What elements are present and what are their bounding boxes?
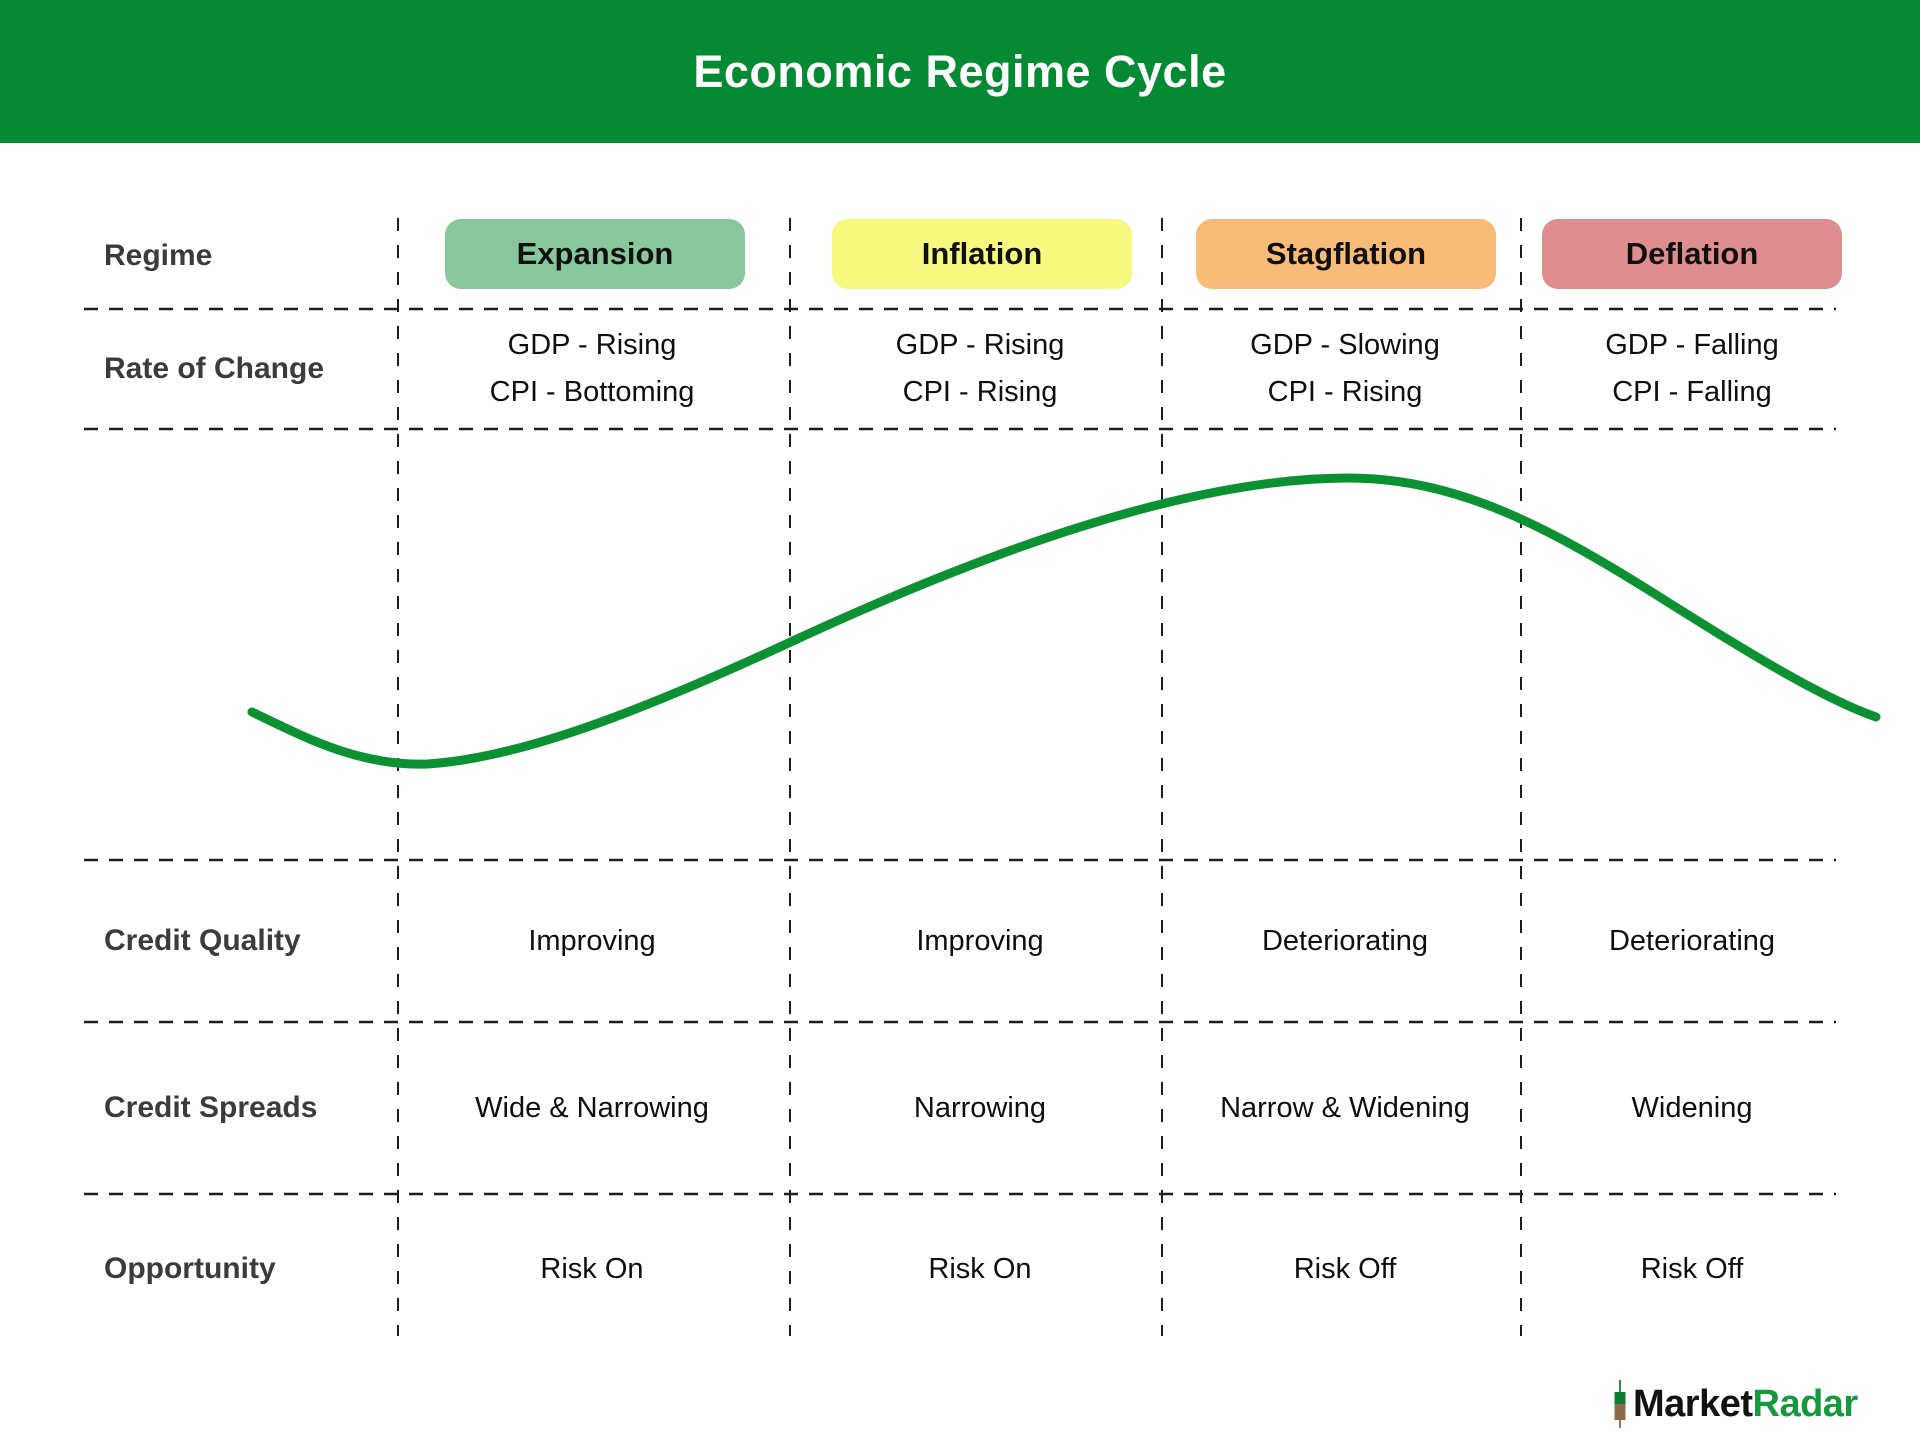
gdp-trend: GDP - Slowing [1250,329,1440,361]
rate-of-change-cell-deflation: GDP - Falling CPI - Falling [1502,309,1882,429]
rate-of-change-cell-inflation: GDP - Rising CPI - Rising [790,309,1170,429]
regime-badge-inflation: Inflation [832,219,1132,289]
opportunity-cell-expansion: Risk On [540,1252,644,1285]
row-label-opportunity: Opportunity [104,1252,276,1285]
brand-logo-radar: Radar [1752,1382,1859,1425]
row-label-credit-spreads: Credit Spreads [104,1091,318,1124]
credit-spreads-cell-inflation: Narrowing [913,1091,1047,1124]
row-label-rate-of-change: Rate of Change [104,352,325,385]
brand-logo-market: Market [1633,1382,1753,1425]
row-label-regime: Regime [104,239,213,272]
candlestick-icon [1614,1380,1626,1428]
rate-of-change-cell-expansion: GDP - Rising CPI - Bottoming [402,309,782,429]
credit-spreads-cell-expansion: Wide & Narrowing [475,1091,709,1124]
cpi-trend: CPI - Falling [1612,376,1772,408]
regime-badge-deflation: Deflation [1542,219,1842,289]
rate-of-change-cell-stagflation: GDP - Slowing CPI - Rising [1155,309,1535,429]
cpi-trend: CPI - Bottoming [489,376,695,408]
opportunity-cell-stagflation: Risk Off [1293,1252,1397,1285]
page-title: Economic Regime Cycle [693,45,1227,97]
cpi-trend: CPI - Rising [1267,376,1423,408]
credit-quality-cell-expansion: Improving [528,924,656,957]
regime-badge-expansion: Expansion [445,219,745,289]
gdp-trend: GDP - Falling [1605,329,1779,361]
row-label-credit-quality: Credit Quality [104,924,301,957]
opportunity-cell-inflation: Risk On [928,1252,1032,1285]
regime-badge-stagflation: Stagflation [1196,219,1496,289]
credit-quality-cell-stagflation: Deteriorating [1261,924,1429,957]
cpi-trend: CPI - Rising [902,376,1058,408]
credit-spreads-cell-stagflation: Narrow & Widening [1220,1091,1470,1124]
gdp-trend: GDP - Rising [895,329,1065,361]
credit-quality-cell-inflation: Improving [916,924,1044,957]
economic-cycle-curve [247,473,1881,769]
header-bar: Economic Regime Cycle [0,0,1920,143]
opportunity-cell-deflation: Risk Off [1640,1252,1744,1285]
gdp-trend: GDP - Rising [507,329,677,361]
credit-spreads-cell-deflation: Widening [1631,1091,1753,1124]
credit-quality-cell-deflation: Deteriorating [1608,924,1776,957]
